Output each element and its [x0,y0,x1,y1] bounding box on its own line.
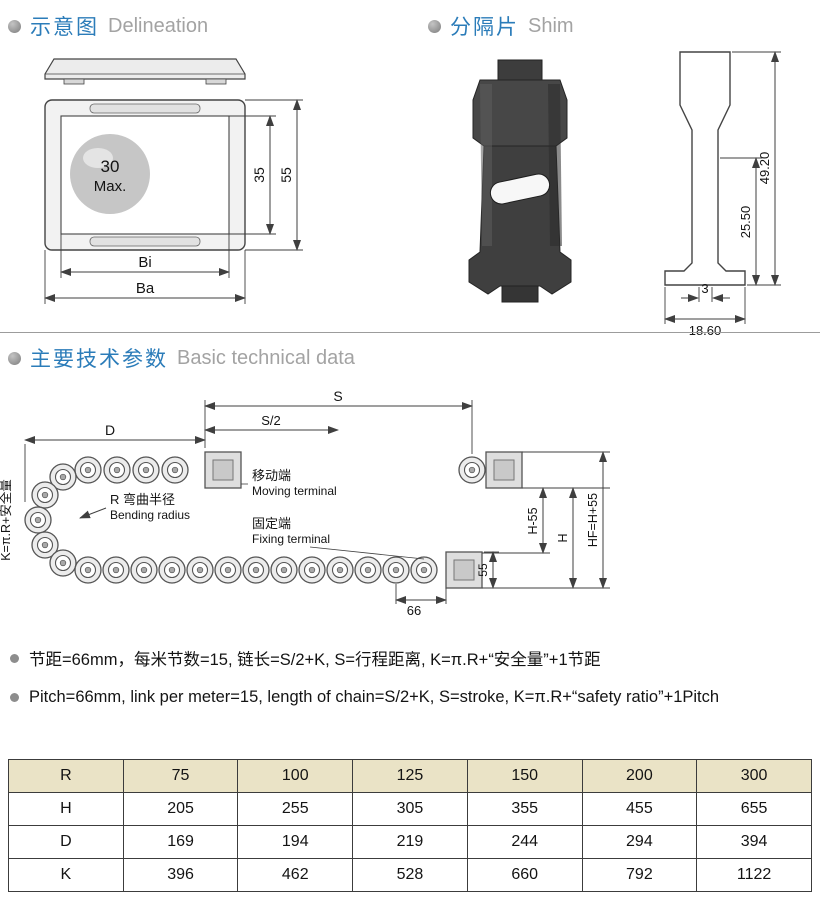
section-bullet-icon [8,19,21,33]
table-row-k: K 396 462 528 660 792 1122 [8,858,812,892]
section-bullet-icon [428,19,441,33]
table-cell: 125 [352,759,468,793]
dim-shim-base-step: 3 [701,281,708,296]
cable-diameter-max-label: Max. [94,178,127,195]
table-cell: 455 [581,792,698,826]
dim-outer-width: Ba [136,280,155,297]
table-cell: 1122 [696,858,812,892]
bending-radius-label-zh: R 弯曲半径 [110,492,175,507]
k-formula-label: K=π.R+安全量 [0,479,13,561]
cable-diameter-value: 30 [101,157,120,176]
table-cell: 100 [237,759,354,793]
cover-plate [44,58,246,85]
note-bullet-icon [10,693,19,702]
dim-chain-height-55: 55 [476,563,490,577]
table-cell: 244 [466,825,583,859]
row-label: D [8,825,124,859]
table-cell: 792 [581,858,698,892]
chain-dimensions: S S/2 D K=π.R+安全量 66 55 [0,388,610,618]
dim-inner-width: Bi [138,254,151,271]
table-cell: 219 [352,825,468,859]
table-cell: 200 [581,759,698,793]
table-cell: 75 [122,759,239,793]
dim-shim-total-height: 49.20 [757,152,772,185]
chain-labels: 移动端 Moving terminal R 弯曲半径 Bending radiu… [110,468,337,546]
fixing-terminal-label-en: Fixing terminal [252,532,330,546]
dim-h-minus-55: H-55 [526,507,540,534]
shim-profile-view: 49.20 25.50 3 18.60 [664,51,781,338]
fixed-terminal-block [445,551,483,589]
moving-terminal-block [204,451,242,489]
dim-d: D [105,422,115,438]
dim-shim-waist-height: 25.50 [738,206,753,239]
moving-terminal-right-block [485,451,523,489]
dim-shim-base-width: 18.60 [689,323,722,338]
fixing-terminal-label-zh: 固定端 [252,516,291,531]
table-cell: 355 [466,792,583,826]
table-cell: 150 [466,759,583,793]
shim-3d-view [468,59,572,303]
section-title-en: Delineation [108,14,209,37]
row-label: K [8,858,124,892]
table-cell: 255 [237,792,354,826]
note-en: Pitch=66mm, link per meter=15, length of… [10,688,719,707]
moving-terminal-label-zh: 移动端 [252,468,291,483]
bending-radius-label-en: Bending radius [110,508,190,522]
section-header-technical: 主要技术参数 Basic technical data [8,343,355,373]
table-row-r: R 75 100 125 150 200 300 [8,759,812,793]
table-cell: 396 [122,858,239,892]
section-header-delineation: 示意图 Delineation [8,11,208,41]
dim-stroke-s: S [333,388,342,404]
table-row-d: D 169 194 219 244 294 394 [8,825,812,859]
table-cell: 462 [237,858,354,892]
section-title-en: Basic technical data [177,346,355,369]
chain-diagram: S S/2 D K=π.R+安全量 66 55 [0,388,610,618]
table-cell: 655 [696,792,812,826]
dim-stroke-s-half: S/2 [261,413,281,428]
table-cell: 169 [122,825,239,859]
cross-section-drawing: 30 Max. 35 55 Bi Ba [44,58,303,304]
section-title-zh: 示意图 [30,16,99,39]
table-cell: 394 [696,825,812,859]
note-zh-text: 节距=66mm，每米节数=15, 链长=S/2+K, S=行程距离, K=π.R… [29,651,601,669]
dim-pitch-66: 66 [407,603,421,618]
section-title-zh: 分隔片 [450,16,519,39]
section-title-en: Shim [528,14,574,37]
chain-cross-section: 30 Max. [44,99,246,251]
table-cell: 294 [581,825,698,859]
cross-section-dimensions: 35 55 Bi Ba [44,99,303,304]
note-zh: 节距=66mm，每米节数=15, 链长=S/2+K, S=行程距离, K=π.R… [10,646,601,670]
table-cell: 194 [237,825,354,859]
dim-h: H [556,533,570,542]
dim-hf: HF=H+55 [586,493,600,547]
section-bullet-icon [8,351,21,365]
technical-data-table: R 75 100 125 150 200 300 H 205 255 305 3… [8,759,812,892]
moving-terminal-label-en: Moving terminal [252,484,337,498]
table-cell: 528 [352,858,468,892]
dim-outer-height: 55 [278,167,294,183]
row-label: H [8,792,124,826]
table-cell: 300 [696,759,812,793]
note-bullet-icon [10,653,19,663]
dim-inner-height: 35 [251,167,267,183]
shim-drawing: 49.20 25.50 3 18.60 [468,51,781,338]
table-cell: 305 [352,792,468,826]
row-label: R [8,759,124,793]
table-cell: 205 [122,792,239,826]
section-header-shim: 分隔片 Shim [428,11,574,41]
table-cell: 660 [466,858,583,892]
section-title-zh: 主要技术参数 [30,348,168,371]
note-en-text: Pitch=66mm, link per meter=15, length of… [29,688,720,706]
section-divider [0,332,820,333]
table-row-h: H 205 255 305 355 455 655 [8,792,812,826]
shim-slot [489,173,551,205]
